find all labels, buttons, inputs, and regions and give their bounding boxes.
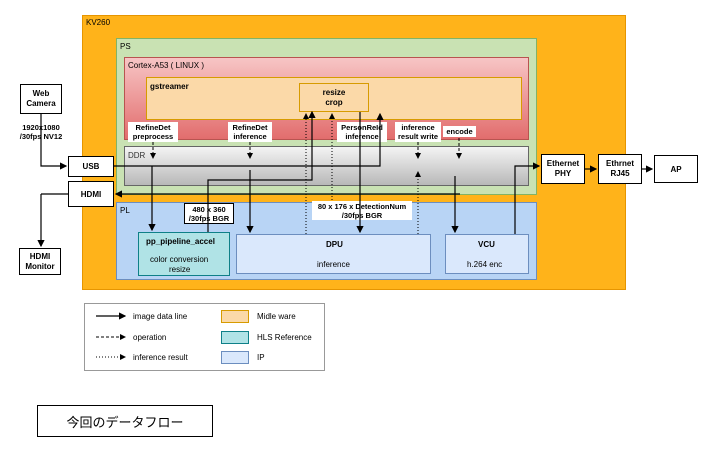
ap-box: AP bbox=[654, 155, 698, 183]
legend-ip: IP bbox=[257, 353, 265, 362]
gstreamer-label: gstreamer bbox=[150, 82, 189, 91]
ethernet-phy-box: Ethernet PHY bbox=[541, 154, 585, 184]
cortex-label: Cortex-A53 ( LINUX ) bbox=[128, 61, 205, 70]
legend-ip-swatch bbox=[221, 351, 249, 364]
pp-sub2: resize bbox=[169, 265, 191, 274]
res-480x360-label: 480 x 360 /30fps BGR bbox=[184, 203, 234, 224]
dpu-sub: inference bbox=[317, 260, 350, 269]
op-refinedet-preprocess: RefineDet preprocess bbox=[128, 122, 178, 142]
op-refinedet-inference: RefineDet inference bbox=[228, 122, 272, 142]
kv260-label: KV260 bbox=[86, 18, 111, 27]
pl-label: PL bbox=[120, 206, 130, 215]
op-inference-result-write: inference result write bbox=[395, 122, 441, 142]
caption-text: 今回のデータフロー bbox=[66, 414, 184, 430]
op-encode: encode bbox=[443, 126, 476, 137]
hdmi-box: HDMI bbox=[68, 181, 114, 207]
web-camera-box: Web Camera bbox=[20, 84, 62, 114]
dpu-block bbox=[236, 234, 431, 274]
pp-title: pp_pipeline_accel bbox=[146, 237, 215, 246]
vcu-to-phy-line bbox=[514, 162, 541, 234]
usb-box: USB bbox=[68, 156, 114, 177]
legend-middleware: Midle ware bbox=[257, 312, 296, 321]
ps-label: PS bbox=[120, 42, 131, 51]
vcu-title: VCU bbox=[478, 240, 495, 249]
legend-hls: HLS Reference bbox=[257, 333, 312, 342]
vcu-sub: h.264 enc bbox=[467, 260, 503, 269]
vcu-block bbox=[445, 234, 529, 274]
ddr-label: DDR bbox=[128, 151, 146, 160]
legend-image-line: image data line bbox=[133, 312, 188, 321]
legend-inference-result: inference result bbox=[133, 353, 188, 362]
crop-label: crop bbox=[325, 97, 343, 107]
pp-sub1: color conversion bbox=[150, 255, 209, 264]
resize-crop-box: resize crop bbox=[299, 83, 369, 112]
legend-middleware-swatch bbox=[221, 310, 249, 323]
legend-hls-swatch bbox=[221, 331, 249, 344]
webcam-usb-line bbox=[40, 114, 68, 170]
dpu-title: DPU bbox=[326, 240, 343, 249]
pp-pipeline-accel-block bbox=[138, 232, 230, 276]
pp-out-line bbox=[207, 110, 316, 232]
usb-to-resize-line bbox=[114, 112, 384, 167]
res-80x176-label: 80 x 176 x DetectionNum /30fps BGR bbox=[312, 201, 412, 220]
ethernet-rj45-box: Ethrnet RJ45 bbox=[598, 154, 642, 184]
hdmi-monitor-line bbox=[41, 193, 68, 246]
resize-label: resize bbox=[322, 87, 346, 97]
caption-box: 今回のデータフロー bbox=[37, 405, 213, 437]
op-personreid-inference: PersonReId inference bbox=[337, 122, 387, 142]
legend-operation: operation bbox=[133, 333, 167, 342]
